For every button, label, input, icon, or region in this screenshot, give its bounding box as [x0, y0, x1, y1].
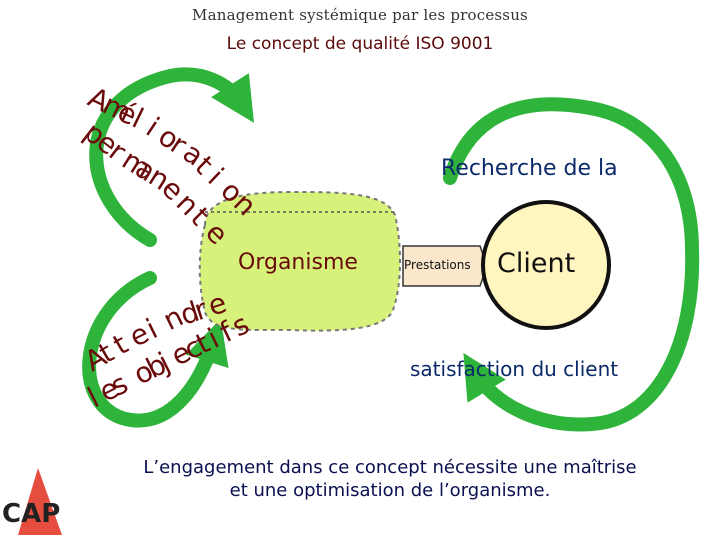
satisfaction-label: satisfaction du client	[410, 357, 619, 381]
cap-logo-text: CAP	[2, 499, 60, 529]
organisme-label: Organisme	[238, 250, 358, 275]
client-circle	[481, 200, 611, 330]
conclusion-line-1: L’engagement dans ce concept nécessite u…	[143, 457, 637, 478]
recherche-label: Recherche de la	[441, 156, 618, 181]
subtitle: Le concept de qualité ISO 9001	[226, 34, 494, 54]
prestations-label: Prestations	[404, 258, 471, 272]
client-label: Client	[497, 248, 576, 279]
top-title: Management systémique par les processus	[192, 6, 528, 24]
cap-logo: CAP	[2, 468, 62, 535]
conclusion-text: L’engagement dans ce concept nécessite u…	[60, 456, 720, 502]
organisme-blob	[198, 190, 401, 332]
circulation-arrow-right-top	[443, 97, 699, 257]
circulation-arrow-top-left	[89, 67, 255, 247]
circulation-arrow-bottom-left	[82, 271, 229, 428]
circulation-arrow-right-bottom	[463, 243, 700, 432]
conclusion-line-2: et une optimisation de l’organisme.	[229, 480, 551, 501]
